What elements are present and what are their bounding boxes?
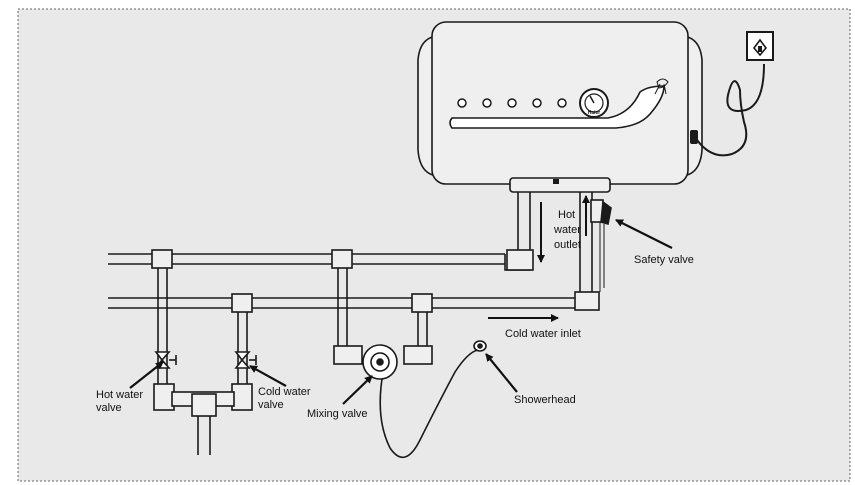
safety-valve-icon xyxy=(590,199,612,292)
cold-valve-callout xyxy=(249,365,287,387)
label-safety-valve: Safety valve xyxy=(634,254,694,266)
control-panel-swoosh xyxy=(449,85,665,129)
label-cold-water-valve-1: Cold water xyxy=(258,386,311,398)
power-cable xyxy=(696,63,765,157)
hot-outlet-elbow xyxy=(506,249,534,271)
label-mixing-valve: Mixing valve xyxy=(307,408,368,420)
heater-bottom-port xyxy=(553,179,559,184)
brand-logo-icon xyxy=(654,78,669,95)
hot-valve-callout xyxy=(129,361,164,389)
cold-water-valve-icon xyxy=(234,351,257,369)
power-cable-connector xyxy=(690,130,698,144)
label-hot-water-valve-2: valve xyxy=(96,402,122,414)
callout-arrows xyxy=(129,219,673,405)
mixing-valve-icon xyxy=(333,344,433,380)
mixing-valve-callout xyxy=(342,375,373,405)
cold-inlet-elbow xyxy=(574,291,600,311)
label-hot-water-valve-1: Hot water xyxy=(96,389,143,401)
label-cold-water-valve-2: valve xyxy=(258,399,284,411)
cold-line-tees xyxy=(231,293,433,313)
label-cold-water-inlet: Cold water inlet xyxy=(505,328,581,340)
safety-valve-callout xyxy=(615,219,673,249)
showerhead-icon xyxy=(473,340,487,352)
indicator-lights xyxy=(457,98,567,108)
shower-hose xyxy=(379,349,479,458)
wall-socket-icon xyxy=(746,31,774,61)
temperature-dial-icon xyxy=(579,88,609,118)
label-hot-water-outlet-2: water xyxy=(553,224,581,236)
heater-brand: Haier xyxy=(588,110,601,116)
label-hot-water-outlet-1: Hot xyxy=(558,209,575,221)
cold-water-line xyxy=(108,192,593,309)
valve-manifold xyxy=(153,383,253,417)
label-hot-water-outlet-3: outlet xyxy=(554,239,581,251)
showerhead-callout xyxy=(485,353,518,393)
label-showerhead: Showerhead xyxy=(514,394,576,406)
hot-line-tees xyxy=(151,249,353,269)
